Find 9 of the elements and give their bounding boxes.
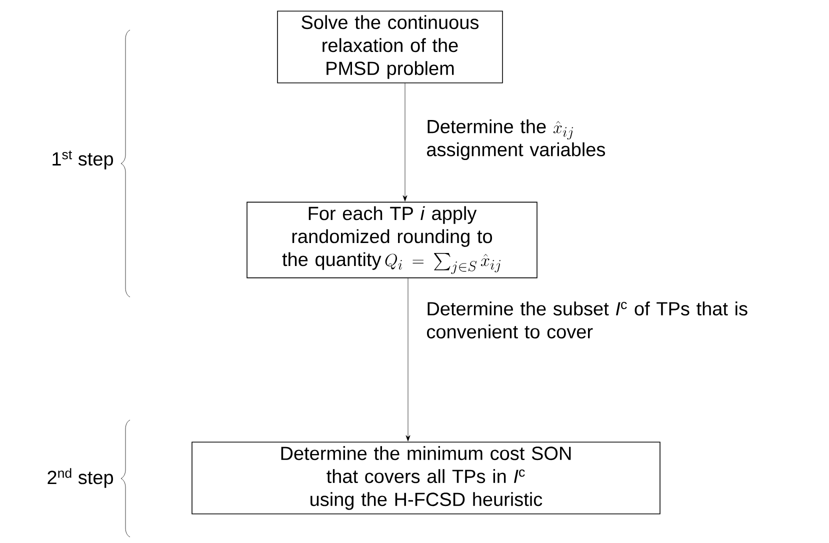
edge-label: Determine the subset I$^{c}$ of TPs that is convenient to cover — [427, 302, 748, 338]
process-box: Solve the continuous relaxation of the PMSD problem — [277, 10, 503, 84]
step-label: 1$^{st}$ step — [52, 150, 113, 170]
arrow — [406, 278, 410, 442]
process-box: For each TP i apply randomized rounding to the quantity $Q_i = \sum_{j\in S} \hat{x}_{ij}$ — [246, 202, 538, 278]
arrow — [402, 83, 408, 202]
edge-label: $\begin{array}{@{}l@{}}\text{Determine the }\hat{x}_{ij}\\ \text{assignment variables}\end{array}$ — [427, 119, 606, 160]
step-label: 2$^{nd}$ step — [48, 468, 113, 488]
process-box: Determine the minimum cost SON that covers all TPs in I$^{c}$ using the H-FCSD heuristic — [192, 442, 660, 514]
